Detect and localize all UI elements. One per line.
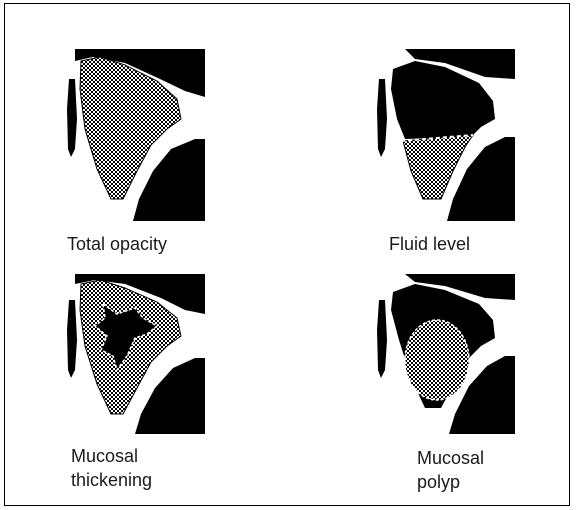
figure-frame: Total opacity Fluid level Mucosal thicke…	[4, 3, 570, 506]
caption-line-1: Mucosal	[417, 446, 484, 470]
panel-mucosal-polyp	[375, 274, 515, 434]
panel-fluid-level	[375, 49, 515, 221]
caption-total-opacity: Total opacity	[67, 232, 167, 256]
panel-mucosal-thickening	[65, 274, 205, 434]
polyp-opacity	[405, 320, 469, 400]
caption-line-2: polyp	[417, 470, 484, 494]
caption-mucosal-thickening: Mucosal thickening	[71, 444, 152, 492]
panel-total-opacity	[65, 49, 205, 221]
lateral-wall-bone	[67, 79, 77, 157]
caption-line-2: thickening	[71, 468, 152, 492]
caption-mucosal-polyp: Mucosal polyp	[417, 446, 484, 494]
lateral-wall-bone	[377, 300, 387, 378]
caption-fluid-level: Fluid level	[389, 232, 470, 256]
lateral-wall-bone	[377, 79, 387, 157]
lateral-wall-bone	[67, 300, 77, 378]
caption-line-1: Mucosal	[71, 444, 152, 468]
